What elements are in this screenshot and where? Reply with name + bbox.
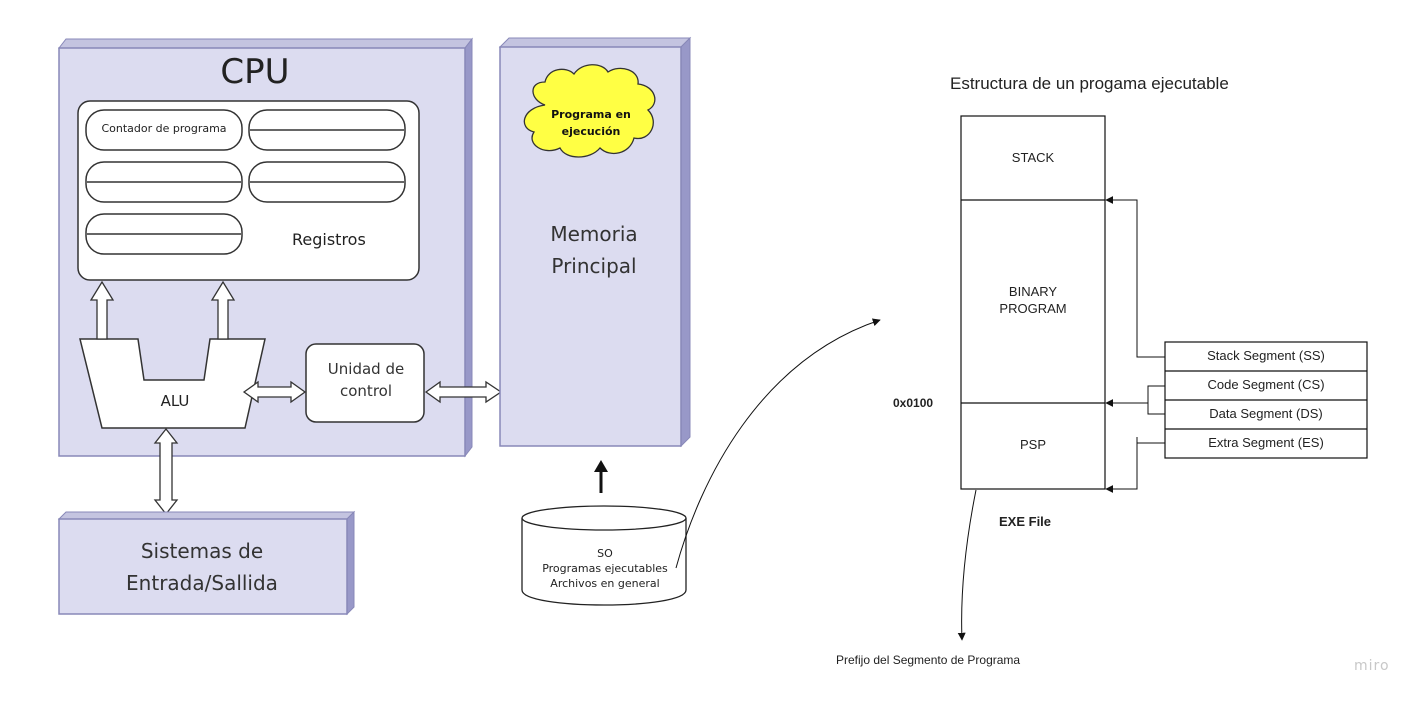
alu-control-arrow — [242, 380, 307, 404]
exe-structure-title: Estructura de un progama ejecutable — [950, 74, 1229, 93]
registers-label: Registros — [292, 230, 366, 249]
stack-block-label: STACK — [1011, 150, 1055, 165]
segment-register-row: Stack Segment (SS) — [1207, 348, 1325, 363]
alu-io-arrow — [153, 427, 179, 516]
alu-register-arrow — [210, 280, 236, 340]
psp-note: Prefijo del Segmento de Programa — [836, 653, 1021, 667]
storage-line: Programas ejecutables — [542, 562, 668, 575]
memory-label: Memoria Principal — [550, 222, 638, 278]
segment-register-table — [1164, 341, 1368, 459]
running-program-label: Programa en ejecución — [551, 108, 631, 138]
alu-label: ALU — [160, 392, 190, 410]
alu-shape — [79, 338, 266, 429]
psp-note-arrow — [957, 489, 977, 641]
program-counter-label: Contador de programa — [101, 122, 227, 135]
storage-line: Archivos en general — [550, 577, 660, 590]
storage-cylinder — [521, 505, 687, 606]
address-label: 0x0100 — [893, 396, 934, 410]
binary-program-block-label: BINARY PROGRAM — [999, 284, 1067, 316]
curved-connector — [675, 318, 881, 569]
exe-file-label: EXE File — [999, 514, 1052, 529]
alu-register-arrow — [89, 280, 115, 340]
segment-register-row: Data Segment (DS) — [1209, 406, 1323, 421]
cpu-title: CPU — [220, 52, 290, 92]
control-unit-label: Unidad de control — [327, 360, 405, 400]
io-panel — [57, 510, 356, 616]
psp-block-label: PSP — [1019, 437, 1046, 452]
segment-pointers — [1105, 196, 1165, 493]
miro-watermark: miro — [1354, 658, 1390, 674]
disk-memory-arrowhead — [594, 460, 608, 472]
exe-memory-map — [960, 115, 1106, 490]
storage-line: SO — [597, 547, 613, 560]
registers-box — [77, 100, 420, 281]
running-program-cloud — [523, 64, 656, 158]
storage-labels: SO Programas ejecutables Archivos en gen… — [522, 546, 688, 591]
control-unit-box — [305, 343, 425, 423]
io-label: Sistemas de Entrada/Sallida — [126, 539, 278, 595]
segment-register-row: Code Segment (CS) — [1207, 377, 1325, 392]
segment-register-row: Extra Segment (ES) — [1208, 435, 1324, 450]
